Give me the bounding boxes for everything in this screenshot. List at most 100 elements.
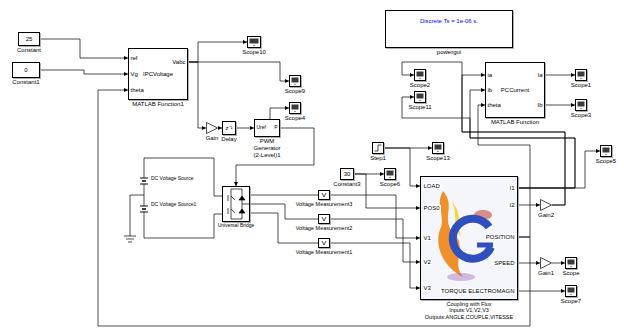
block-value: 0 [24,67,27,74]
signal-line [545,105,575,106]
symbol-strokes [140,172,148,190]
bridge-rail [231,189,242,219]
scope-block: Scope4 [289,102,301,114]
gain-block: Gain1 [540,257,552,269]
gain-block: Gain [206,122,218,134]
scope-symbol [576,100,586,110]
scope-knob [580,78,582,80]
gain-triangle [541,258,552,269]
signal-line [188,62,206,128]
igbt-emitter [231,196,235,200]
port-label: POS0 [423,205,441,212]
scope-block: Scope13 [432,142,444,154]
symbol-strokes [375,145,382,151]
block-name: Constant3 [333,181,360,188]
signal-line [402,97,575,188]
block-name: PWM Generator (2-Level)1 [254,138,281,159]
block-value: 30 [344,171,351,178]
block-name: Scope7 [561,298,581,305]
scope-knob [294,111,296,113]
pwm-generator-block: UrefPPWM Generator (2-Level)1 [254,119,280,137]
block-name: Voltage Measurement1 [296,249,353,255]
scope-symbol [576,70,586,80]
block-name: Scope3 [571,112,591,119]
igbt-emitter [231,209,235,213]
signal-line [384,148,420,186]
scope-symbol [601,146,611,156]
voltmeter-mark [322,193,326,197]
block-name: Outputs:ANGLE,COUPLE,VITESSE [425,314,513,320]
diode-symbol [239,209,245,213]
scope-symbol [290,103,300,113]
port-label: ia [488,72,493,79]
symbol-strokes [207,123,218,134]
picture-swirl [477,243,493,248]
ground-symbol [128,242,132,243]
block-name: Inputs:V1,V2,V3 [449,307,489,313]
battery-lead [144,184,145,190]
battery-plate [140,178,148,179]
block-name: Constant1 [12,79,39,86]
voltage-measurement: Voltage Measurement1 [318,238,330,248]
function-name: IPCVoltage [143,71,173,78]
block-name: MATLAB Function [491,119,539,126]
block-name: Scope13 [426,155,450,162]
bridge-output [242,204,249,205]
scope-knob [419,78,421,80]
scope-screen [578,102,585,107]
block-name: Constant [17,47,41,54]
port-label: POSITION [485,234,516,241]
scope-block: Scope1 [575,69,587,81]
scope-symbol [566,258,576,268]
scope-block: Scope3 [575,99,587,111]
block-name: Step1 [370,155,386,162]
port-label: Ia [537,72,542,79]
scope-symbol [415,70,425,80]
scope-block: Scope6 [384,168,396,180]
scope-knob [570,266,572,268]
block-name: Delay [221,136,236,143]
constant-block: 30Constant3 [340,168,354,180]
block-value: z⁻¹ [226,125,233,132]
port-label: TORQUE ELECTROMAGN [440,288,516,295]
scope-screen [578,72,585,77]
port-label: V3 [423,285,432,292]
symbol-strokes [541,200,552,211]
battery-lead [144,212,145,218]
block-name: Gain1 [538,270,554,277]
scope-symbol [415,92,425,102]
scope-symbol [566,286,576,296]
port-label: ib [488,87,493,94]
symbol-strokes [541,258,552,269]
step-symbol [373,143,383,153]
signal-line [518,205,540,206]
scope-block: Scope9 [289,75,301,87]
machine-subsystem: LOADPOS0V1V2V3I1I2POSITIONSPEEDTORQUE EL… [420,176,518,300]
function-name: PCCurrent [501,87,529,94]
block-name: Universal Bridge [218,223,255,229]
block-name: Scope10 [242,49,266,56]
block-name: Scope2 [410,82,430,89]
gain-triangle [541,200,552,211]
picture-ground [421,177,517,299]
signal-line [518,263,540,264]
scope-knob [294,84,296,86]
block-name: Scope [563,270,580,277]
voltage-measurement: Voltage Measurement3 [318,190,330,200]
port-label: V2 [423,259,432,266]
block-name: Gain2 [538,212,554,219]
port-label: SPEED [493,260,515,267]
scope-block: Scope2 [414,69,426,81]
scope-screen [568,260,575,265]
block-name: Voltage Measurement3 [296,201,353,207]
solver-setting: Discrete Ts = 1e-06 s. [420,18,478,25]
diode-symbol [239,196,245,200]
port-label: P [274,125,277,131]
voltmeter-mark [322,217,326,221]
signal-line [552,263,565,264]
voltage-measurement: Voltage Measurement2 [318,214,330,224]
scope-symbol [248,37,260,47]
